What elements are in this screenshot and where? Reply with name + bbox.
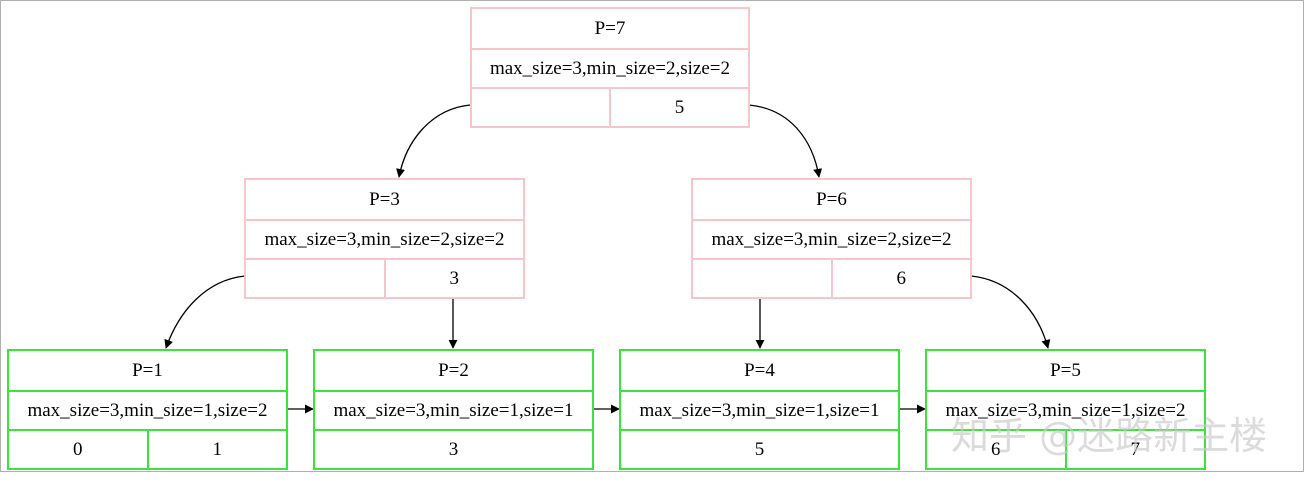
page-id: P=4 xyxy=(744,359,775,381)
node-meta: max_size=3,min_size=1,size=2 xyxy=(927,390,1204,429)
key-cell: 1 xyxy=(146,431,287,468)
internal-node-p6: P=6 max_size=3,min_size=2,size=2 6 xyxy=(691,178,972,299)
key-row: 0 1 xyxy=(9,429,286,468)
key-cell: 7 xyxy=(1064,431,1205,468)
node-meta: max_size=3,min_size=2,size=2 xyxy=(693,219,970,258)
edge-p6-to-p5 xyxy=(970,275,1051,349)
edge-root-to-p3 xyxy=(396,104,471,178)
node-meta: max_size=3,min_size=1,size=2 xyxy=(9,390,286,429)
leaf-node-p2: P=2 max_size=3,min_size=1,size=1 3 xyxy=(313,349,594,470)
leaf-node-p4: P=4 max_size=3,min_size=1,size=1 5 xyxy=(619,349,900,470)
edge-p3-to-p1 xyxy=(164,275,246,349)
key-row: 5 xyxy=(472,87,748,126)
key-cell xyxy=(693,260,831,297)
edges-layer xyxy=(164,104,1051,414)
leaf-node-p1: P=1 max_size=3,min_size=1,size=2 0 1 xyxy=(7,349,288,470)
node-meta: max_size=3,min_size=1,size=1 xyxy=(621,390,898,429)
node-meta: max_size=3,min_size=2,size=2 xyxy=(246,219,523,258)
page-id: P=5 xyxy=(1050,359,1081,381)
page-id: P=2 xyxy=(438,359,469,381)
key-row: 6 xyxy=(693,258,970,297)
key-cell: 5 xyxy=(754,438,765,460)
node-meta: max_size=3,min_size=2,size=2 xyxy=(472,48,748,87)
key-cell: 3 xyxy=(383,260,524,297)
edge-root-to-p6 xyxy=(748,104,823,178)
page-id: P=3 xyxy=(369,188,400,210)
key-row: 6 7 xyxy=(927,429,1204,468)
key-cell: 3 xyxy=(448,438,459,460)
page-id: P=1 xyxy=(132,359,163,381)
internal-node-p3: P=3 max_size=3,min_size=2,size=2 3 xyxy=(244,178,525,299)
key-cell xyxy=(472,89,609,126)
key-row: 3 xyxy=(315,429,592,468)
key-row: 5 xyxy=(621,429,898,468)
key-cell: 6 xyxy=(991,438,1001,460)
leaf-node-p5: P=5 max_size=3,min_size=1,size=2 6 7 xyxy=(925,349,1206,470)
key-row: 3 xyxy=(246,258,523,297)
key-cell: 5 xyxy=(609,89,748,126)
key-cell xyxy=(246,260,384,297)
internal-node-p7: P=7 max_size=3,min_size=2,size=2 5 xyxy=(470,7,750,128)
key-cell: 0 xyxy=(73,438,83,460)
diagram-canvas: P=7 max_size=3,min_size=2,size=2 5 P=3 m… xyxy=(0,0,1304,472)
page-id: P=6 xyxy=(816,188,847,210)
page-id: P=7 xyxy=(594,17,626,39)
node-meta: max_size=3,min_size=1,size=1 xyxy=(315,390,592,429)
key-cell: 6 xyxy=(830,260,971,297)
